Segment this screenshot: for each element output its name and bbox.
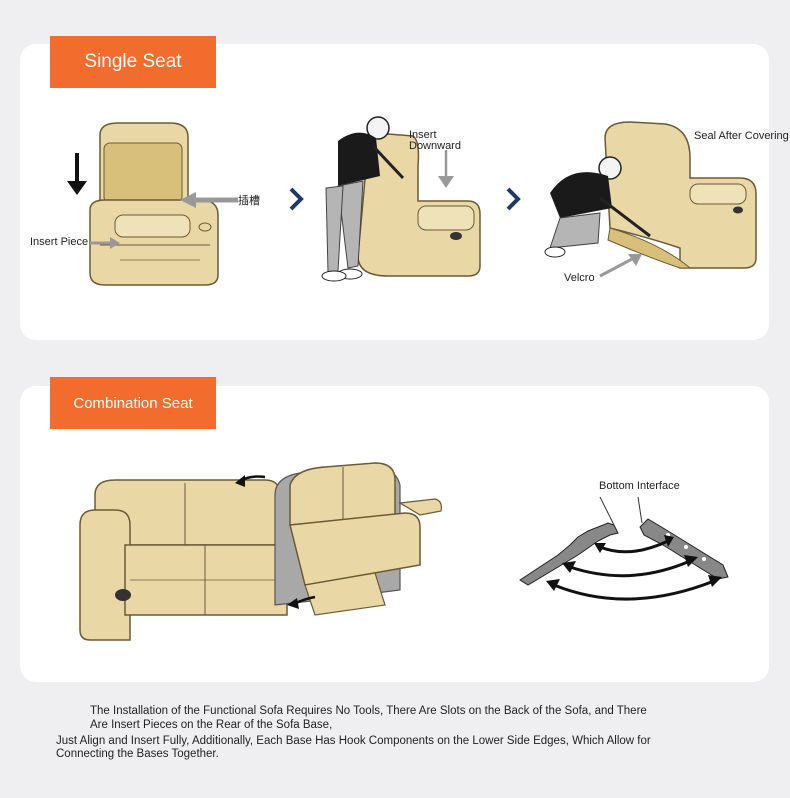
seal-after-covering-label: Seal After Covering <box>694 130 789 142</box>
description-line-4: Connecting the Bases Together. <box>56 748 219 760</box>
bottom-interface-label: Bottom Interface <box>599 480 680 492</box>
combination-seat-tag: Combination Seat <box>50 377 216 429</box>
insert-label-line2: Downward <box>409 140 461 152</box>
connect-curve-arrow-icon <box>235 475 316 609</box>
insert-down-arrow-icon <box>438 150 454 188</box>
next-step-chevron-icon <box>289 187 304 211</box>
step2-insert-illustration <box>321 116 481 282</box>
step3-seal-illustration <box>544 121 757 269</box>
single-seat-tag-label: Single Seat <box>84 51 182 72</box>
step1-recliner-illustration <box>67 122 219 286</box>
down-arrow-icon <box>67 153 87 195</box>
description-line-3: Just Align and Insert Fully, Additionall… <box>56 735 651 747</box>
description-line-2: Are Insert Pieces on the Rear of the Sof… <box>90 719 333 731</box>
description-line-1: The Installation of the Functional Sofa … <box>90 705 647 717</box>
combination-sofa-illustration <box>79 462 442 641</box>
single-seat-tag: Single Seat <box>50 36 216 88</box>
combination-seat-tag-label: Combination Seat <box>73 394 193 412</box>
hook-connect-arrows-icon <box>546 535 722 601</box>
insert-piece-arrow-icon <box>90 237 120 249</box>
velcro-pointer-arrow-icon <box>599 254 642 278</box>
velcro-label: Velcro <box>564 272 595 284</box>
slot-pointer-arrow-icon <box>180 192 238 208</box>
insert-piece-label: Insert Piece <box>30 236 89 248</box>
insert-downward-label: Insert Downward <box>409 130 461 152</box>
bottom-interface-illustration <box>519 496 729 601</box>
slot-label: 插槽 <box>238 195 260 207</box>
insert-label-line1: Insert <box>409 129 437 141</box>
next-step-chevron-icon-2 <box>506 187 521 211</box>
